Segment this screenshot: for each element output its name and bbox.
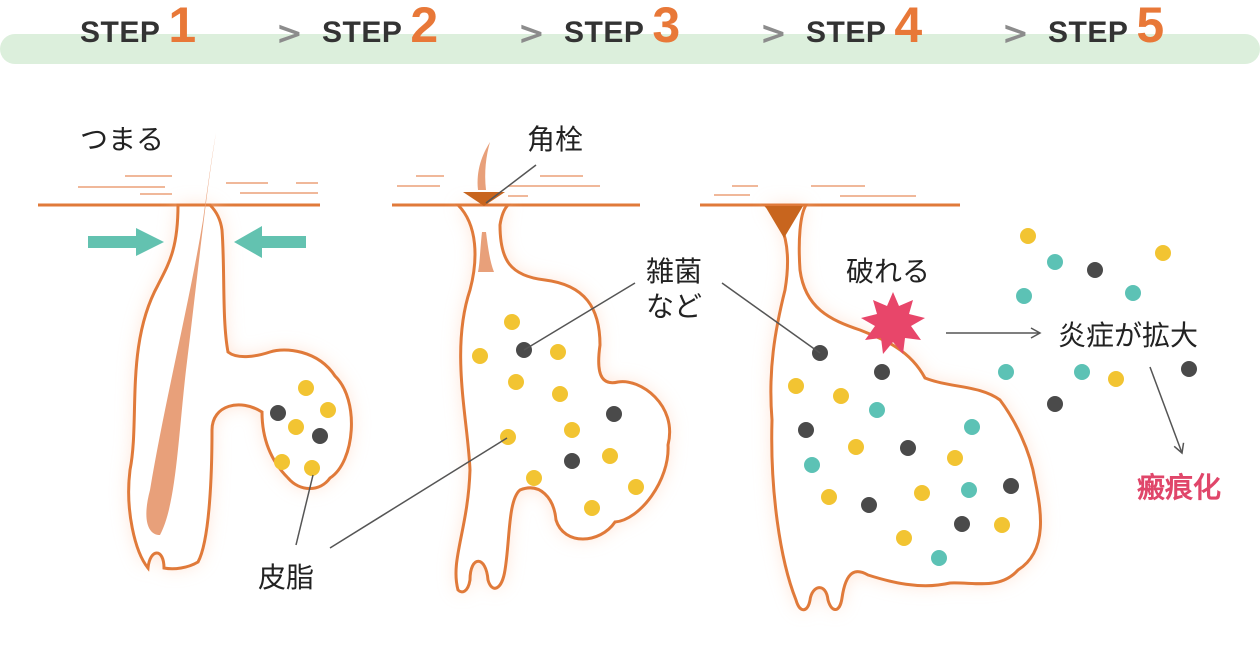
step-label: STEP [80, 16, 161, 49]
label-yabureru: 破れる [846, 255, 931, 288]
label-hishi: 皮脂 [258, 561, 315, 594]
leader-lines [295, 164, 821, 549]
step-number: 3 [652, 0, 681, 53]
label-kakusen: 角栓 [527, 123, 584, 156]
teal-arrow-shaft [88, 236, 136, 248]
step-4: STEP 4 [806, 0, 922, 50]
keratin-plug [765, 206, 803, 238]
step-5: STEP 5 [1048, 0, 1164, 50]
bacteria-dots [788, 345, 1019, 566]
step-separator: > [276, 14, 303, 52]
label-zakkin-2: など [646, 290, 703, 323]
label-enshou: 炎症が拡大 [1058, 319, 1199, 352]
sebum-dots [472, 314, 644, 516]
pore-outline [760, 203, 1043, 612]
step-number: 1 [168, 0, 197, 53]
hair-base [478, 232, 494, 272]
step-separator: > [518, 14, 545, 52]
label-zakkin-1: 雑菌 [646, 255, 703, 288]
step-3: STEP 3 [564, 0, 680, 50]
step-number: 4 [894, 0, 923, 53]
steps-bar [0, 34, 1260, 64]
hair-tip [477, 142, 490, 190]
pore-outline [127, 203, 353, 572]
step-separator: > [1002, 14, 1029, 52]
step-separator: > [760, 14, 787, 52]
step-2: STEP 2 [322, 0, 438, 50]
hair [146, 133, 216, 535]
step-label: STEP [806, 16, 887, 49]
burst-icon [861, 292, 925, 354]
flow-arrow-down [1149, 366, 1185, 455]
step-label: STEP [564, 16, 645, 49]
pore-step-3 [760, 203, 1043, 612]
sebum-dots [270, 380, 336, 476]
step-number: 5 [1136, 0, 1165, 53]
step-number: 2 [410, 0, 439, 53]
inflammation-dots [998, 228, 1197, 412]
step-1: STEP 1 [80, 0, 196, 50]
pore-step-1 [88, 133, 353, 572]
teal-arrow-shaft [260, 236, 306, 248]
step-label: STEP [1048, 16, 1129, 49]
keratin-plug [463, 192, 505, 206]
teal-arrow-right [88, 228, 164, 256]
pore-step-2 [454, 142, 672, 594]
teal-arrow-left [234, 226, 262, 258]
step-label: STEP [322, 16, 403, 49]
label-hanko: 瘢痕化 [1137, 471, 1222, 504]
skin-texture-lines [78, 175, 916, 197]
label-tsumaru: つまる [80, 123, 165, 156]
